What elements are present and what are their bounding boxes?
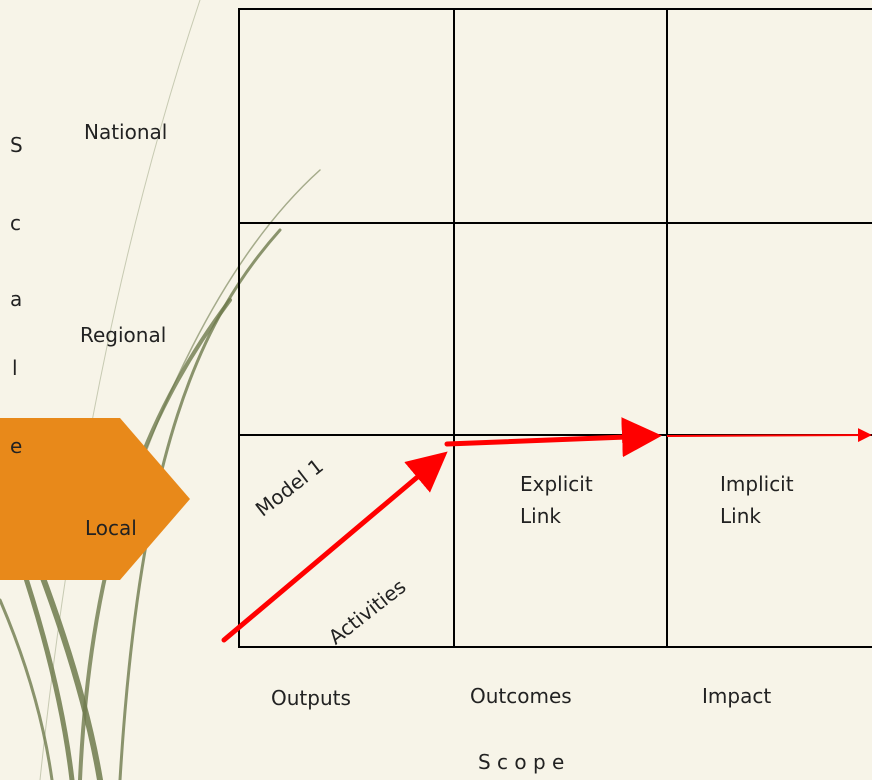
scale-letter-a: a <box>10 287 23 311</box>
local-row-tab <box>0 418 190 580</box>
implicit-label-line1: Implicit <box>720 472 794 496</box>
implicit-label-line2: Link <box>720 504 761 528</box>
explicit-label-line1: Explicit <box>520 472 593 496</box>
arrow-activities-to-outcomes <box>221 451 448 643</box>
decor-leaf-3 <box>37 567 103 780</box>
column-label-outputs: Outputs <box>271 686 351 710</box>
scope-scale-grid <box>238 8 872 648</box>
scale-letter-s: S <box>10 133 23 157</box>
scope-axis-title: S c o p e <box>478 750 565 774</box>
scale-letter-e: e <box>10 434 23 458</box>
decorative-curves <box>0 0 321 780</box>
scale-letter-l: l <box>12 356 18 380</box>
flow-arrows <box>221 417 872 643</box>
column-label-outcomes: Outcomes <box>470 684 572 708</box>
column-label-impact: Impact <box>702 684 772 708</box>
scale-letter-c: c <box>10 211 21 235</box>
decor-thin-line <box>39 0 201 780</box>
decor-leaf-5 <box>0 598 54 780</box>
row-label-regional: Regional <box>80 323 167 347</box>
arrow-implicit-link <box>666 428 872 443</box>
row-label-local: Local <box>85 516 137 540</box>
row-label-national: National <box>84 120 168 144</box>
explicit-label-line2: Link <box>520 504 561 528</box>
grid-frame <box>238 8 872 648</box>
decor-leaf-4 <box>17 557 75 780</box>
arrow-explicit-link <box>444 417 662 458</box>
decor-leaf-1 <box>118 228 282 780</box>
